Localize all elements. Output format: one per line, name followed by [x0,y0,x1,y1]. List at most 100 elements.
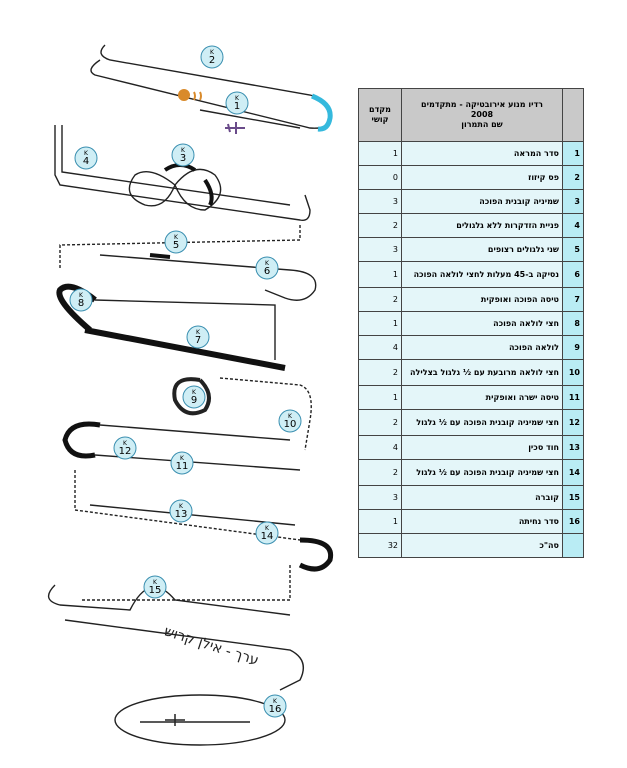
row-name: חצי שמיניה קובנית הפוכה עם ½ גלגול [401,409,563,436]
row-name: נסיקה ב-45 מעלות לחצי לולאה הפוכה [401,261,563,288]
k-marker-symbol: K [288,413,293,420]
k-marker-circle [74,146,98,170]
k-marker-circle [278,409,302,433]
k-marker-symbol: K [123,440,128,447]
maneuver-9-loop [172,377,211,416]
total-label: סה"כ [401,533,563,558]
k-marker-symbol: K [235,95,240,102]
k-marker-14: K14 [255,521,279,545]
row-name: לולאה הפוכה [401,335,563,360]
k-marker-circle [200,45,224,69]
k-marker-number: 14 [261,531,274,542]
row-k: 0 [358,165,402,190]
k-marker-number: 1 [234,101,240,112]
row-name: שני גלגולים רצופים [401,237,563,262]
designer-caption: ערך - אילן קרוש [162,623,261,669]
row-num: 14 [562,459,584,486]
maneuver-diagram: K1K2K3K4K5K6K7K8K9K10K11K12K13K14K15K16 … [47,44,334,746]
total-k: 32 [358,533,402,558]
row-k: 3 [358,189,402,214]
k-marker-number: 11 [176,461,189,472]
row-name: חוד סכין [401,435,563,460]
k-marker-symbol: K [180,455,185,462]
k-marker-number: 10 [284,419,297,430]
row-k: 3 [358,485,402,510]
k-marker-number: 9 [191,395,197,406]
maneuver-3-accent-2 [203,178,214,206]
k-marker-16: K16 [263,694,287,718]
maneuver-11-return [99,424,291,441]
header-title-cell: רדיו מנוע אירובטיקה - מתקדמים 2008 שם הת… [401,88,563,142]
row-k: 2 [358,409,402,436]
row-k: 1 [358,311,402,336]
row-k: 4 [358,435,402,460]
row-name: טיסה ישרה ואופקית [401,385,563,410]
k-marker-7: K7 [186,325,210,349]
maneuver-16-path [64,619,304,691]
k-marker-12: K12 [113,436,137,460]
k-marker-number: 2 [209,55,215,66]
row-k: 2 [358,459,402,486]
header-title-line2: 2008 [470,110,494,119]
k-marker-symbol: K [174,234,179,241]
row-name: סדר נחיתה [401,509,563,534]
k-marker-number: 15 [149,585,162,596]
k-marker-number: 3 [180,153,186,164]
k-marker-13: K13 [169,499,193,523]
row-name: פס קיזוז [401,165,563,190]
maneuver-15-path [80,565,291,601]
header-title-line1: רדיו מנוע אירובטיקה - מתקדמים [421,100,543,109]
row-num: 16 [562,509,584,534]
row-name: חצי שמיניה קובנית הפוכה עם ½ גלגול [401,459,563,486]
k-marker-6: K6 [255,256,279,280]
k-marker-symbol: K [192,389,197,396]
maneuver-3-loop-left [128,171,176,207]
row-name: סדר המראה [401,141,563,166]
maneuver-13-return [89,504,296,526]
maneuver-6-path [99,254,317,301]
row-num: 12 [562,409,584,436]
row-num: 2 [562,165,584,190]
smoke-trail [178,89,202,101]
k-marker-number: 8 [78,298,84,309]
k-marker-circle [186,325,210,349]
header-difficulty-line1: מקדם [369,105,391,114]
k-marker-1: K1 [225,91,249,115]
maneuver-4-path [54,125,311,221]
row-num: 15 [562,485,584,510]
k-marker-symbol: K [265,260,270,267]
k-marker-circle [263,694,287,718]
maneuver-table-wrapper: רדיו מנוע אירובטיקה - מתקדמים 2008 שם הת… [358,88,584,558]
row-k: 2 [358,359,402,386]
landing-plane-icon [165,714,185,726]
maneuver-14-loop [298,537,334,572]
row-k: 2 [358,287,402,312]
row-k: 2 [358,213,402,238]
row-num: 13 [562,435,584,460]
k-marker-3: K3 [171,143,195,167]
k-marker-symbol: K [179,503,184,510]
row-k: 4 [358,335,402,360]
header-difficulty-line2: קושי [371,115,389,124]
k-marker-circle [182,385,206,409]
k-marker-symbol: K [153,579,158,586]
row-num: 9 [562,335,584,360]
k-marker-number: 7 [195,335,201,346]
k-marker-circle [170,451,194,475]
maneuver-5-rolls [149,253,171,259]
row-k: 1 [358,141,402,166]
k-marker-circle [169,499,193,523]
